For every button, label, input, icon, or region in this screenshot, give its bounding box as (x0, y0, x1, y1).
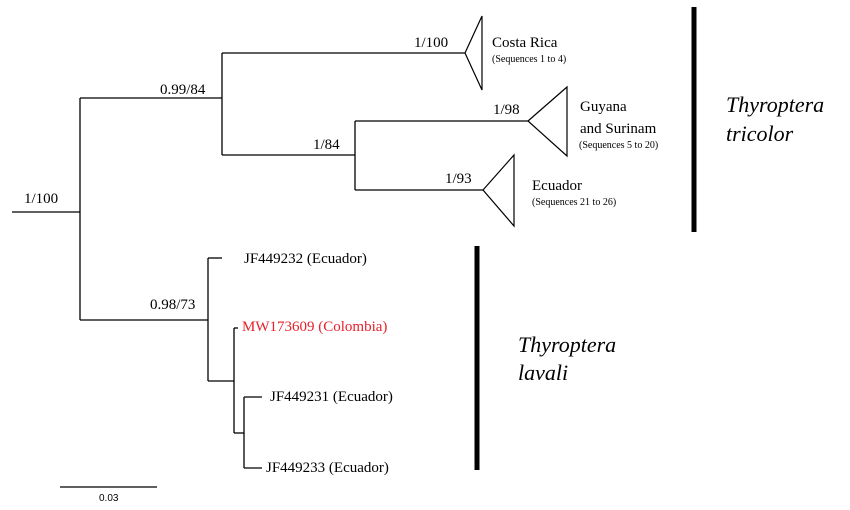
guyana-clade-triangle (527, 85, 568, 158)
costa-rica-support: 1/100 (414, 35, 448, 51)
guyana-ecuador-node-support: 1/84 (313, 137, 340, 153)
tip-jf449231: JF449231 (Ecuador) (270, 389, 393, 405)
tricolor-node-support: 0.99/84 (160, 82, 206, 98)
ecuador-clade-support: 1/93 (445, 171, 472, 187)
root-support: 1/100 (24, 191, 58, 207)
lavali-node-support: 0.98/73 (150, 297, 195, 313)
ecuador-clade-label: Ecuador (532, 178, 582, 194)
guyana-note: (Sequences 5 to 20) (579, 140, 658, 151)
tip-jf449233: JF449233 (Ecuador) (266, 460, 389, 476)
scale-bar-label: 0.03 (99, 493, 119, 504)
tip-jf449232: JF449232 (Ecuador) (244, 251, 367, 267)
species-tricolor-line2: tricolor (726, 121, 794, 146)
guyana-label-line2: and Surinam (580, 121, 657, 137)
species-lavali-line2: lavali (518, 360, 568, 385)
guyana-label-line1: Guyana (580, 99, 627, 115)
ecuador-clade-triangle (482, 153, 515, 228)
species-tricolor-line1: Thyroptera (726, 92, 824, 117)
tip-mw173609: MW173609 (Colombia) (242, 319, 387, 335)
species-lavali-line1: Thyroptera (518, 332, 616, 357)
costa-rica-clade-triangle (464, 15, 483, 91)
ecuador-clade-note: (Sequences 21 to 26) (532, 197, 616, 208)
costa-rica-note: (Sequences 1 to 4) (492, 54, 566, 65)
costa-rica-label: Costa Rica (492, 35, 558, 51)
guyana-support: 1/98 (493, 102, 520, 118)
